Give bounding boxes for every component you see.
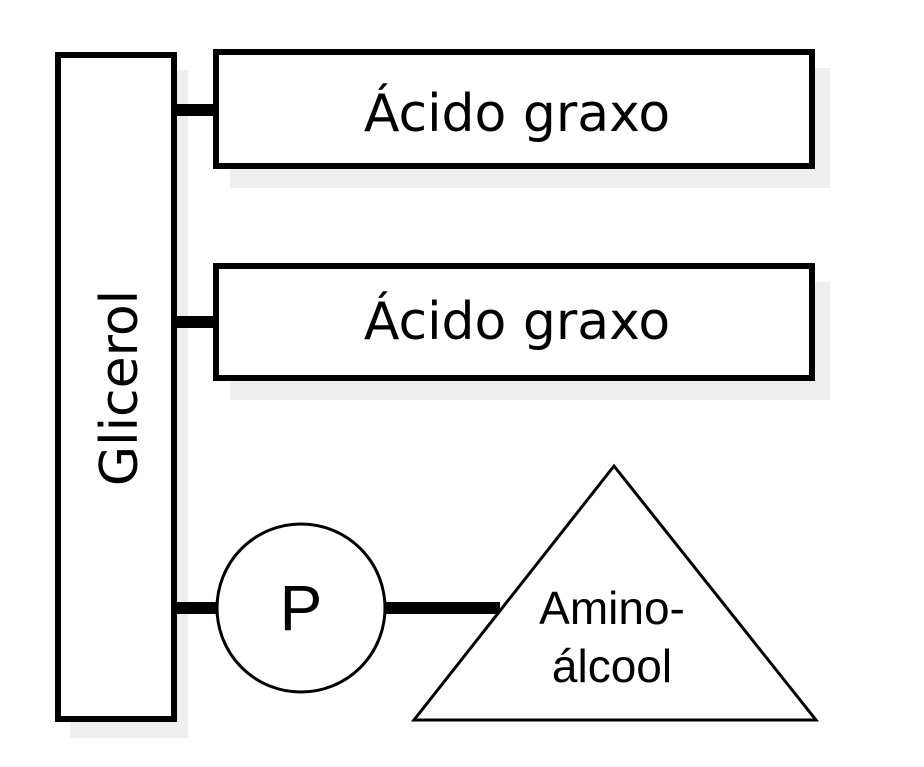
fatty-acid-rect-1	[213, 49, 815, 169]
phosphate-group: P	[215, 522, 387, 694]
glycerol-label: Glicerol	[90, 290, 150, 486]
amino-alcohol-label-line1: Amino-	[539, 582, 685, 634]
glycerol-box: Glicerol	[55, 52, 177, 722]
amino-alcohol-label-line2: álcool	[552, 640, 672, 692]
fatty-acid-label-1: Ácido graxo	[364, 83, 670, 144]
phosphate-circle	[215, 522, 387, 694]
fatty-acid-label-2: Ácido graxo	[364, 291, 670, 352]
phosphate-label: P	[280, 572, 323, 644]
fatty-acid-box-1: Ácido graxo	[213, 49, 815, 169]
amino-alcohol-triangle	[410, 463, 820, 722]
fatty-acid-box-2: Ácido graxo	[213, 263, 815, 381]
glycerol-rect	[55, 52, 177, 722]
connectors	[174, 104, 500, 614]
amino-alcohol-group: Amino- álcool	[410, 463, 820, 722]
fatty-acid-rect-2	[213, 263, 815, 381]
